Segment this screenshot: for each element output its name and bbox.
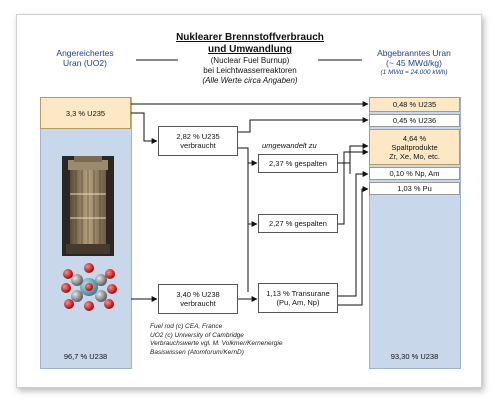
transuranics-box: 1,13 % Transurane (Pu, Am, Np) bbox=[258, 283, 338, 313]
credit-line-1: Fuel rod (c) CEA, France bbox=[150, 323, 223, 330]
right-u236-box: 0,45 % U236 bbox=[369, 114, 460, 127]
fuel-rod-picture bbox=[62, 156, 114, 256]
diagram-subtitle: (Nuclear Fuel Burnup) bei Leichtwasserre… bbox=[130, 56, 370, 86]
credits: Fuel rod (c) CEA, France UO2 (c) Univers… bbox=[150, 323, 282, 357]
u238-consumed-value: 3,40 % U238 bbox=[176, 290, 220, 299]
subtitle-line-2: bei Leichtwasserreaktoren bbox=[203, 66, 297, 75]
right-np-am-label: 0,10 % Np, Am bbox=[389, 169, 440, 178]
arrow-to-pu bbox=[338, 186, 369, 306]
arrow-to-u236 bbox=[238, 117, 369, 133]
arrow-to-np-am bbox=[338, 171, 369, 297]
arrow-transuranics-to-fission bbox=[247, 221, 258, 292]
arrow-u235-to-consumed bbox=[131, 112, 158, 144]
right-np-am-box: 0,10 % Np, Am bbox=[369, 167, 460, 180]
credit-line-2: UO2 (c) University of Cambridge bbox=[150, 331, 244, 339]
transuranics-elements: (Pu, Am, Np) bbox=[276, 298, 320, 307]
fission-products-box: 4,64 % Spaltprodukte Zr, Xe, Mo, etc. bbox=[369, 129, 460, 165]
right-u238-label: 93,30 % U238 bbox=[390, 352, 439, 361]
right-u236-label: 0,45 % U236 bbox=[392, 116, 437, 125]
transuranics-value: 1,13 % Transurane bbox=[266, 289, 330, 298]
right-u235-label: 0,48 % U235 bbox=[392, 100, 437, 109]
subtitle-line-3: (Alle Werte circa Angaben) bbox=[202, 76, 298, 85]
credit-line-4: Basiswissen (Atomforum/KernD) bbox=[150, 348, 244, 356]
title-line-1: Nuklearer Brennstoffverbrauch bbox=[176, 32, 324, 43]
credit-line-3: Verbrauchswerte vgl. M. Volkmer/Kernener… bbox=[150, 340, 283, 347]
fission-pu-box: 2,27 % gespalten bbox=[258, 214, 338, 233]
u238-consumed-box: 3,40 % U238 verbraucht bbox=[158, 284, 238, 314]
fission-products-label: Spaltprodukte bbox=[391, 142, 438, 152]
left-u235-box: 3,3 % U235 bbox=[40, 97, 131, 129]
left-u238-label: 96,7 % U238 bbox=[63, 352, 108, 361]
left-u235-label: 3,3 % U235 bbox=[65, 108, 106, 118]
right-pu-box: 1,03 % Pu bbox=[369, 182, 460, 195]
left-header-line-1: Angereichertes bbox=[56, 48, 114, 58]
arrow-fission-pu-to-products bbox=[338, 149, 369, 225]
u238-consumed-label: verbraucht bbox=[180, 299, 216, 308]
left-header: Angereichertes Uran (UO2) bbox=[40, 48, 130, 68]
right-header-line-2: (~ 45 MWd/kg) bbox=[386, 58, 442, 68]
title-line-2: und Umwandlung bbox=[208, 44, 292, 55]
u235-consumed-label: verbraucht bbox=[180, 141, 216, 150]
right-header: Abgebranntes Uran (~ 45 MWd/kg) (1 MWd =… bbox=[362, 48, 466, 78]
uo2-lattice-picture bbox=[61, 263, 117, 311]
fission-235-box: 2,37 % gespalten bbox=[258, 154, 338, 173]
u235-consumed-value: 2,82 % U235 bbox=[176, 132, 220, 141]
fission-pu-label: 2,27 % gespalten bbox=[269, 219, 327, 228]
subtitle-line-1: (Nuclear Fuel Burnup) bbox=[210, 56, 290, 65]
right-pu-label: 1,03 % Pu bbox=[397, 184, 432, 193]
right-header-line-1: Abgebranntes Uran bbox=[377, 48, 451, 58]
left-header-line-2: Uran (UO2) bbox=[63, 58, 107, 68]
arrow-to-fission-235 bbox=[238, 147, 258, 166]
right-u235-box: 0,48 % U235 bbox=[369, 97, 460, 112]
arrow-fission-235-to-products bbox=[338, 143, 369, 164]
u235-consumed-box: 2,82 % U235 verbraucht bbox=[158, 126, 238, 156]
fission-products-examples: Zr, Xe, Mo, etc. bbox=[389, 151, 440, 161]
fission-235-label: 2,37 % gespalten bbox=[269, 159, 327, 168]
converted-label: umgewandelt zu bbox=[262, 141, 317, 150]
right-header-note: (1 MWd = 24.000 kWh) bbox=[380, 69, 448, 76]
diagram-title: Nuklearer Brennstoffverbrauch und Umwand… bbox=[130, 32, 370, 56]
fission-products-value: 4,64 % bbox=[402, 133, 427, 143]
